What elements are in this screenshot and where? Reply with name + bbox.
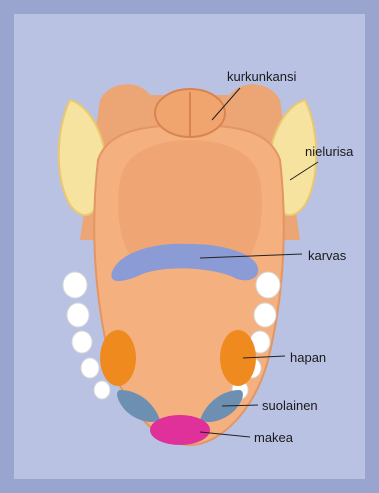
label-nielurisa: nielurisa	[305, 144, 353, 159]
label-suolainen: suolainen	[262, 398, 318, 413]
tooth-left-3	[72, 331, 92, 353]
tooth-right-1	[256, 272, 280, 298]
label-karvas: karvas	[308, 248, 346, 263]
makea-zone	[150, 415, 210, 445]
tooth-right-2	[254, 303, 276, 327]
tooth-left-5	[94, 381, 110, 399]
label-makea: makea	[254, 430, 293, 445]
tooth-left-4	[81, 358, 99, 378]
hapan-zone-left	[100, 330, 136, 386]
papillae-area	[118, 140, 262, 255]
label-kurkunkansi: kurkunkansi	[227, 69, 296, 84]
tooth-left-1	[63, 272, 87, 298]
tooth-left-2	[67, 303, 89, 327]
label-hapan: hapan	[290, 350, 326, 365]
